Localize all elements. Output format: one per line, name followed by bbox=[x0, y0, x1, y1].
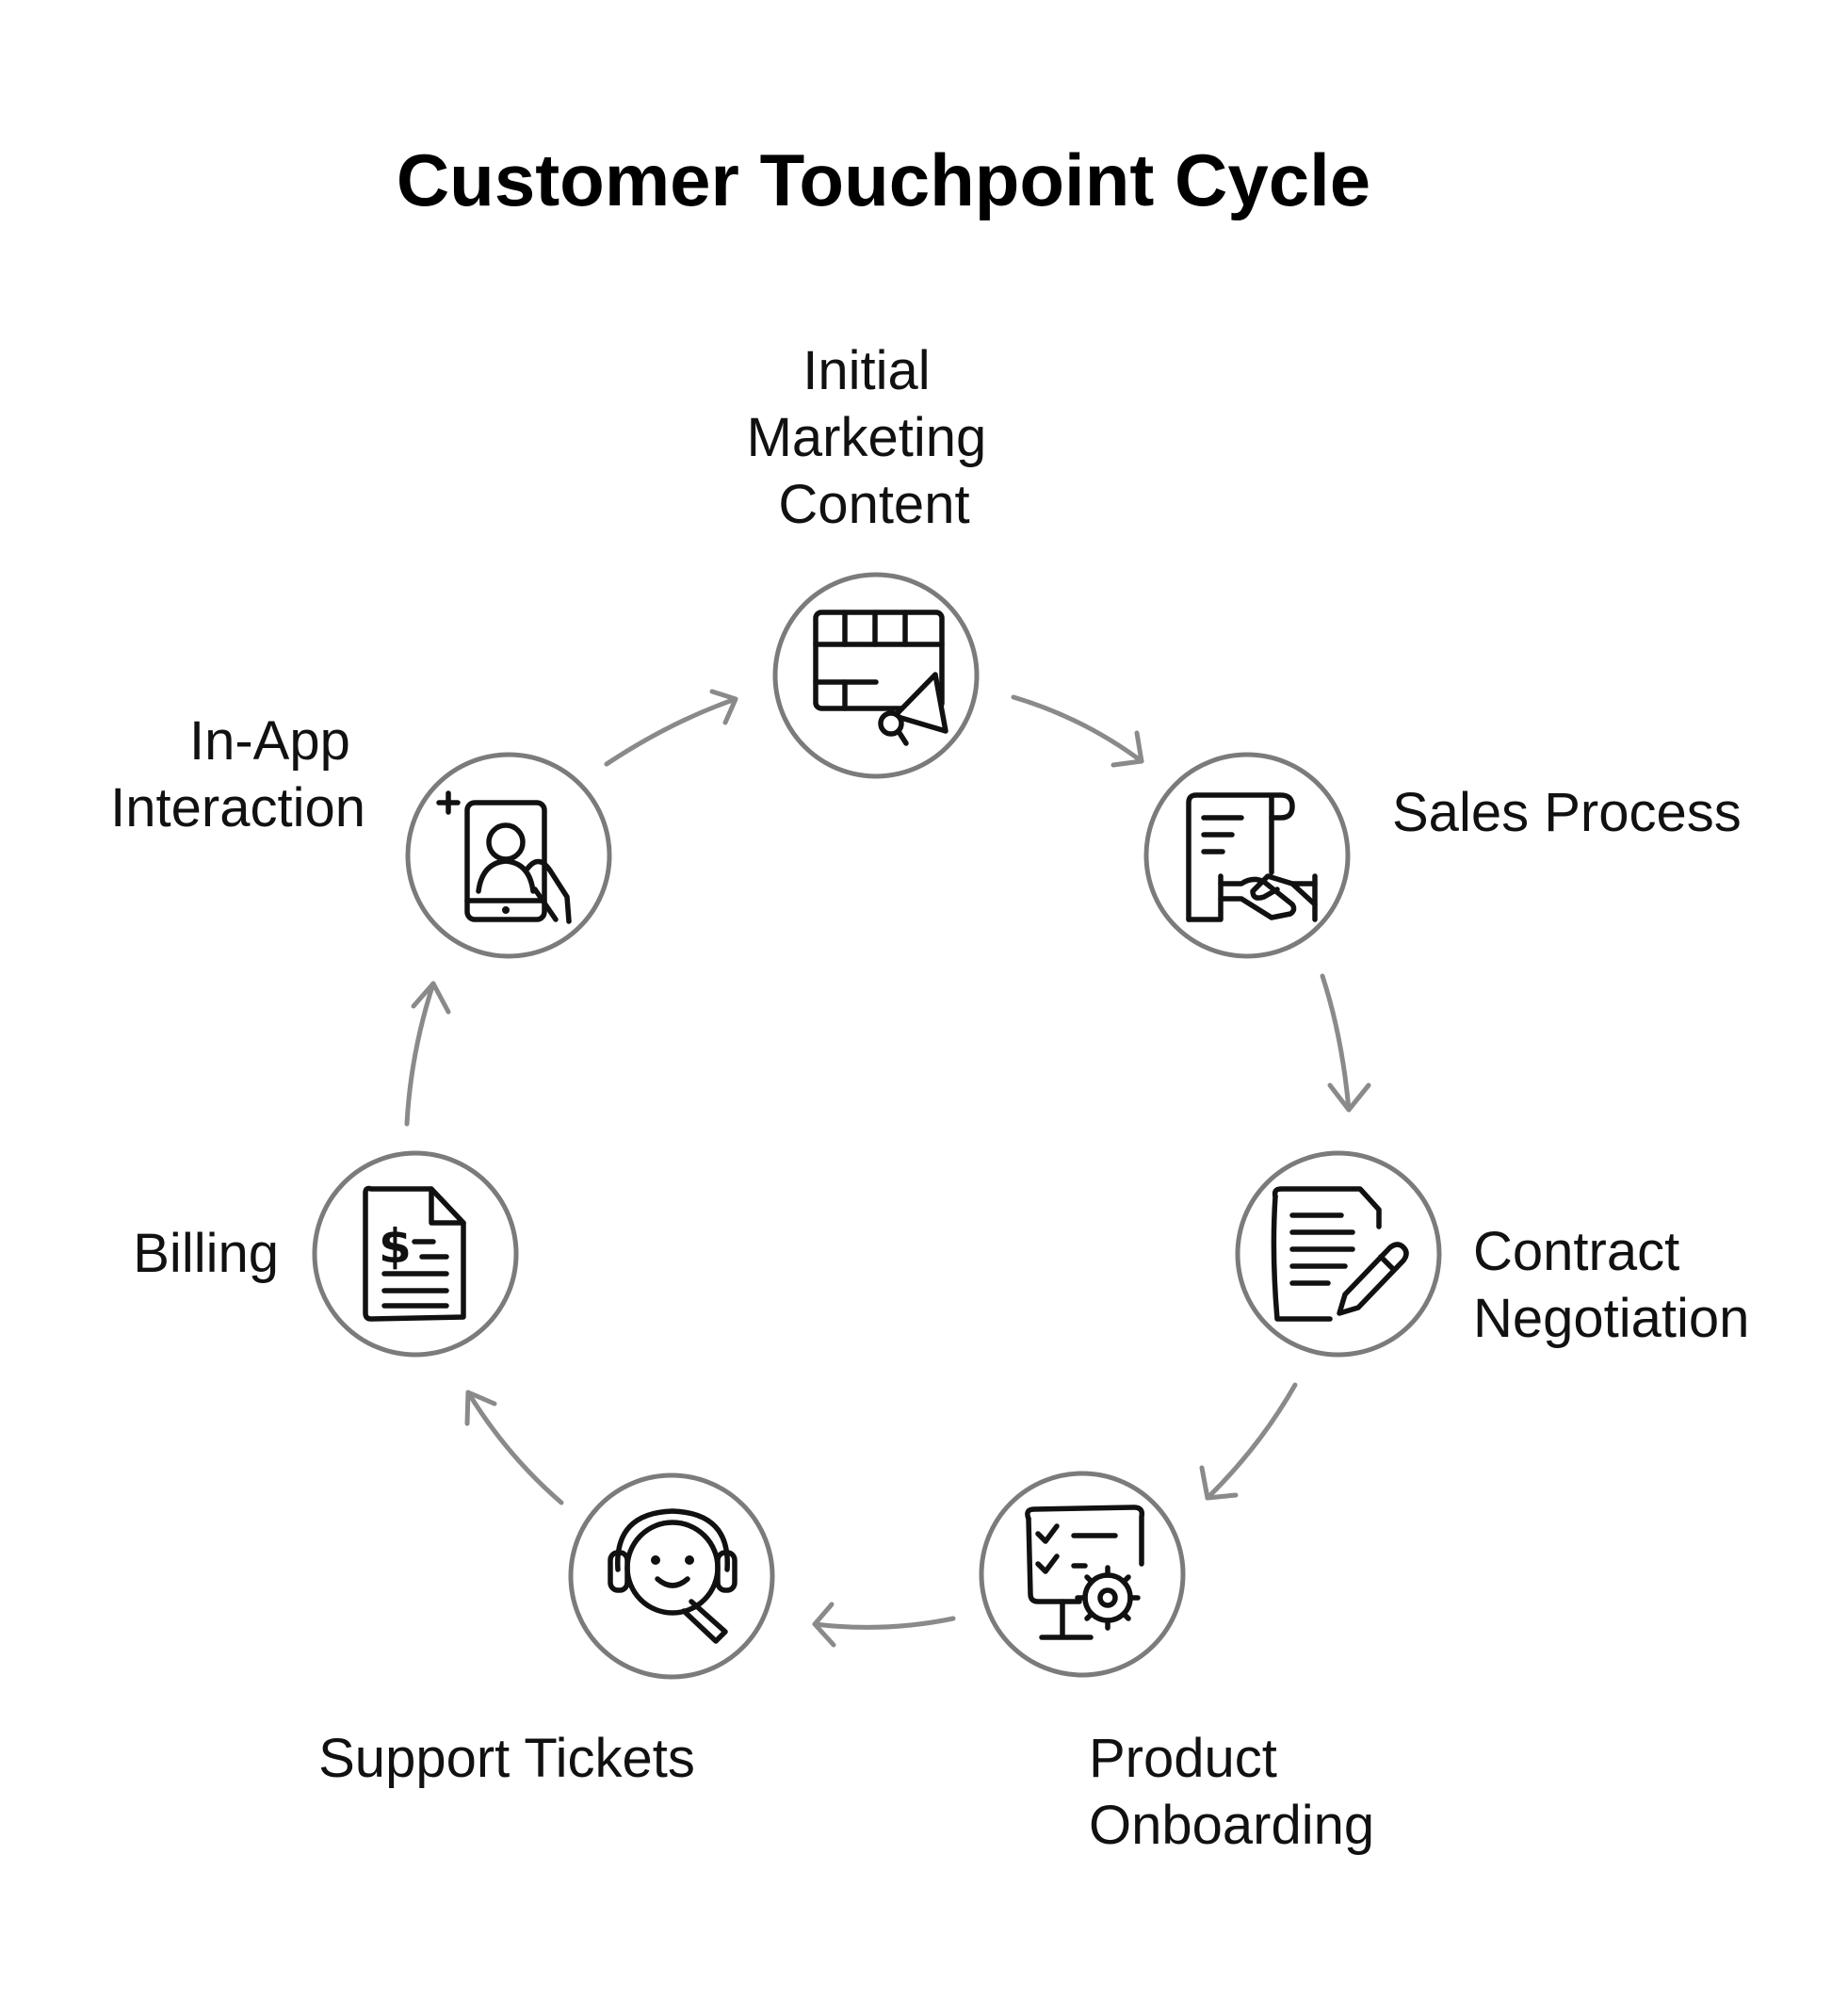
step-in-app-interaction: In-App Interaction bbox=[110, 710, 612, 959]
document-handshake-icon bbox=[1186, 792, 1318, 922]
headset-agent-icon bbox=[608, 1508, 738, 1644]
document-pencil-icon bbox=[1271, 1186, 1409, 1322]
node-circle bbox=[405, 752, 612, 959]
step-contract-negotiation: Contract Negotiation bbox=[1235, 1150, 1749, 1358]
node-circle bbox=[772, 572, 980, 779]
step-label-line: Product bbox=[1089, 1728, 1277, 1789]
dollar-invoice-icon: $ bbox=[363, 1185, 466, 1322]
step-initial-marketing-content: Initial Marketing Content bbox=[747, 340, 1002, 779]
step-label-line: Content bbox=[778, 474, 969, 535]
step-label-line: Initial bbox=[802, 340, 930, 401]
diagram-title: Customer Touchpoint Cycle bbox=[397, 138, 1370, 221]
step-label: Initial Marketing Content bbox=[747, 340, 1002, 535]
step-label-line: Sales Process bbox=[1392, 782, 1742, 843]
arrow-onboarding-to-support bbox=[812, 1602, 956, 1648]
arrow-billing-to-inapp bbox=[404, 981, 451, 1127]
step-product-onboarding: Product Onboarding bbox=[979, 1471, 1374, 1856]
node-circle bbox=[1143, 752, 1351, 959]
step-label-line: In-App bbox=[189, 710, 350, 772]
step-billing: $ Billing bbox=[133, 1150, 519, 1358]
monitor-checklist-gear-icon bbox=[1025, 1505, 1145, 1640]
step-label: Support Tickets bbox=[318, 1728, 695, 1789]
cycle-arrows bbox=[404, 689, 1371, 1648]
svg-text:$: $ bbox=[379, 1219, 412, 1274]
step-label-line: Interaction bbox=[110, 777, 365, 838]
step-support-tickets: Support Tickets bbox=[318, 1472, 775, 1789]
web-banner-megaphone-icon bbox=[813, 610, 948, 746]
step-label: Billing bbox=[133, 1223, 279, 1284]
step-label: Sales Process bbox=[1392, 782, 1742, 843]
step-label: Product Onboarding bbox=[1089, 1728, 1374, 1856]
node-circle bbox=[1235, 1150, 1442, 1358]
arrow-contract-to-onboarding bbox=[1199, 1382, 1298, 1501]
step-sales-process: Sales Process bbox=[1143, 752, 1742, 959]
step-label-line: Marketing bbox=[747, 407, 987, 468]
step-label-line: Onboarding bbox=[1089, 1795, 1374, 1856]
arrow-sales-to-contract bbox=[1320, 973, 1371, 1113]
step-label-line: Negotiation bbox=[1473, 1288, 1749, 1349]
node-circle bbox=[979, 1471, 1186, 1678]
step-label: Contract Negotiation bbox=[1473, 1221, 1749, 1349]
node-circle bbox=[568, 1472, 775, 1680]
arrow-support-to-billing bbox=[464, 1390, 564, 1505]
step-label-line: Support Tickets bbox=[318, 1728, 695, 1789]
step-label-line: Contract bbox=[1473, 1221, 1679, 1282]
step-label: In-App Interaction bbox=[110, 710, 365, 838]
step-nodes: Initial Marketing Content bbox=[110, 340, 1749, 1856]
mobile-user-tap-icon bbox=[436, 790, 572, 924]
step-label-line: Billing bbox=[133, 1223, 279, 1284]
arrow-inapp-to-marketing bbox=[604, 689, 738, 767]
node-circle bbox=[312, 1150, 519, 1358]
arrow-marketing-to-sales bbox=[1011, 694, 1144, 768]
